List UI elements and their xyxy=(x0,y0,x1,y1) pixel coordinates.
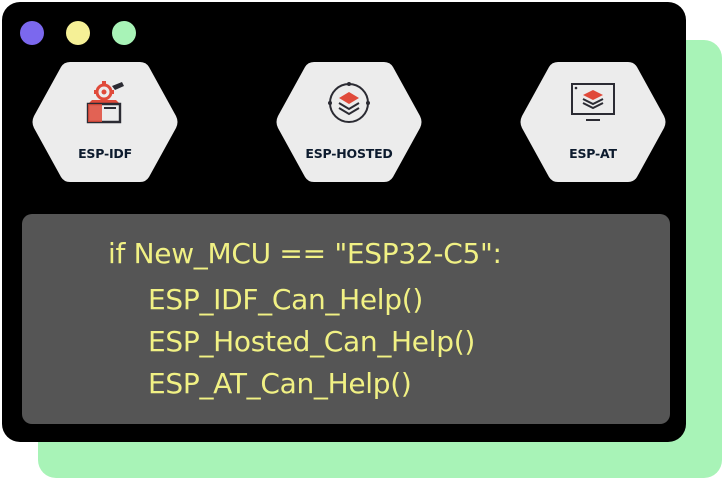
window-dot-yellow[interactable] xyxy=(66,21,90,45)
code-line-esp-at: ESP_AT_Can_Help() xyxy=(148,367,412,400)
layers-orbit-icon xyxy=(328,82,370,123)
product-tile-esp-idf: ESP-IDF xyxy=(30,58,180,186)
hexagon-shape xyxy=(520,62,666,182)
product-label: ESP-IDF xyxy=(78,146,132,161)
monitor-layers-icon xyxy=(571,83,615,121)
product-label: ESP-HOSTED xyxy=(305,146,393,161)
window: ESP-IDF ESP-HOSTED ESP-AT xyxy=(2,2,686,442)
toolbox-gear-icon xyxy=(86,81,124,124)
code-line-esp-idf: ESP_IDF_Can_Help() xyxy=(148,283,424,316)
window-dot-purple[interactable] xyxy=(20,21,44,45)
product-tile-esp-at: ESP-AT xyxy=(518,58,668,186)
code-line-condition: if New_MCU == "ESP32-C5": xyxy=(108,237,502,270)
product-label: ESP-AT xyxy=(569,146,617,161)
code-panel: if New_MCU == "ESP32-C5": ESP_IDF_Can_He… xyxy=(22,214,670,424)
code-line-esp-hosted: ESP_Hosted_Can_Help() xyxy=(148,325,475,358)
window-dot-green[interactable] xyxy=(112,21,136,45)
product-tile-esp-hosted: ESP-HOSTED xyxy=(274,58,424,186)
